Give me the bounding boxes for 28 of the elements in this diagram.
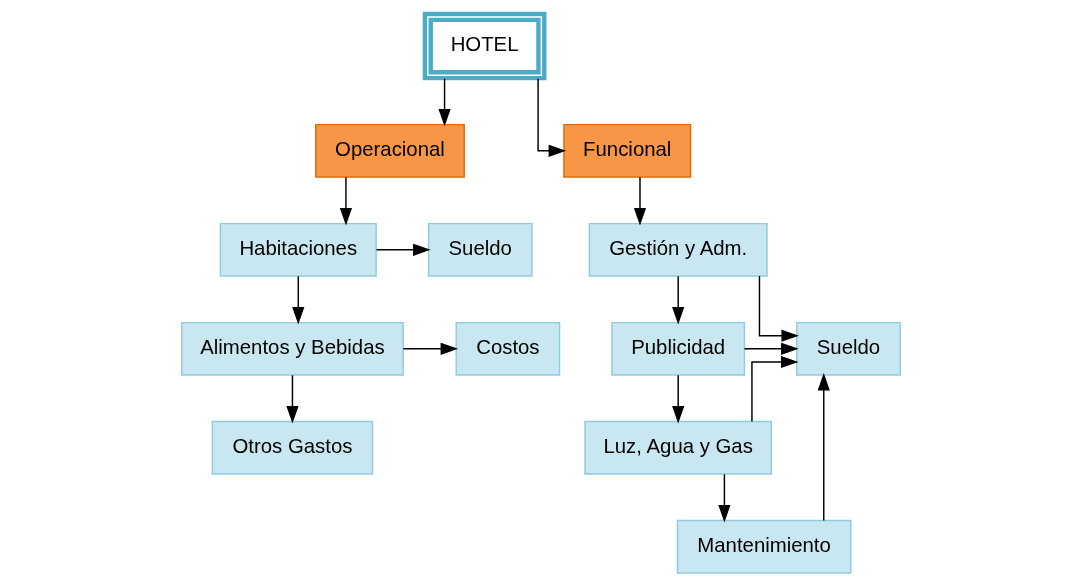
node-box: Habitaciones [219, 222, 377, 277]
arrow [671, 374, 684, 424]
arrow [671, 275, 684, 325]
arrow [437, 77, 451, 127]
node-box: Operacional [314, 123, 465, 178]
node-box: Funcional [562, 123, 691, 178]
node-box: Otros Gastos [211, 420, 373, 475]
arrow [633, 176, 646, 226]
node-box: Sueldo [795, 321, 901, 376]
node-box: Publicidad [610, 321, 745, 376]
arrow [285, 374, 299, 424]
node-box: Costos [454, 321, 560, 376]
node-box: Alimentos y Bebidas [180, 321, 404, 376]
arrow [743, 342, 799, 355]
arrow [375, 243, 431, 256]
arrow [536, 77, 566, 157]
node-box: HOTEL [422, 11, 546, 81]
arrow [291, 275, 304, 325]
arrow [750, 355, 798, 423]
node-box: Luz, Agua y Gas [583, 420, 772, 475]
arrow [402, 342, 458, 355]
arrow [717, 473, 731, 523]
node-box: Mantenimiento [676, 519, 851, 574]
node-box: Sueldo [427, 222, 533, 277]
arrow [817, 373, 830, 522]
arrow [339, 176, 352, 226]
arrow [758, 275, 799, 342]
node-box: Gestión y Adm. [588, 222, 768, 277]
